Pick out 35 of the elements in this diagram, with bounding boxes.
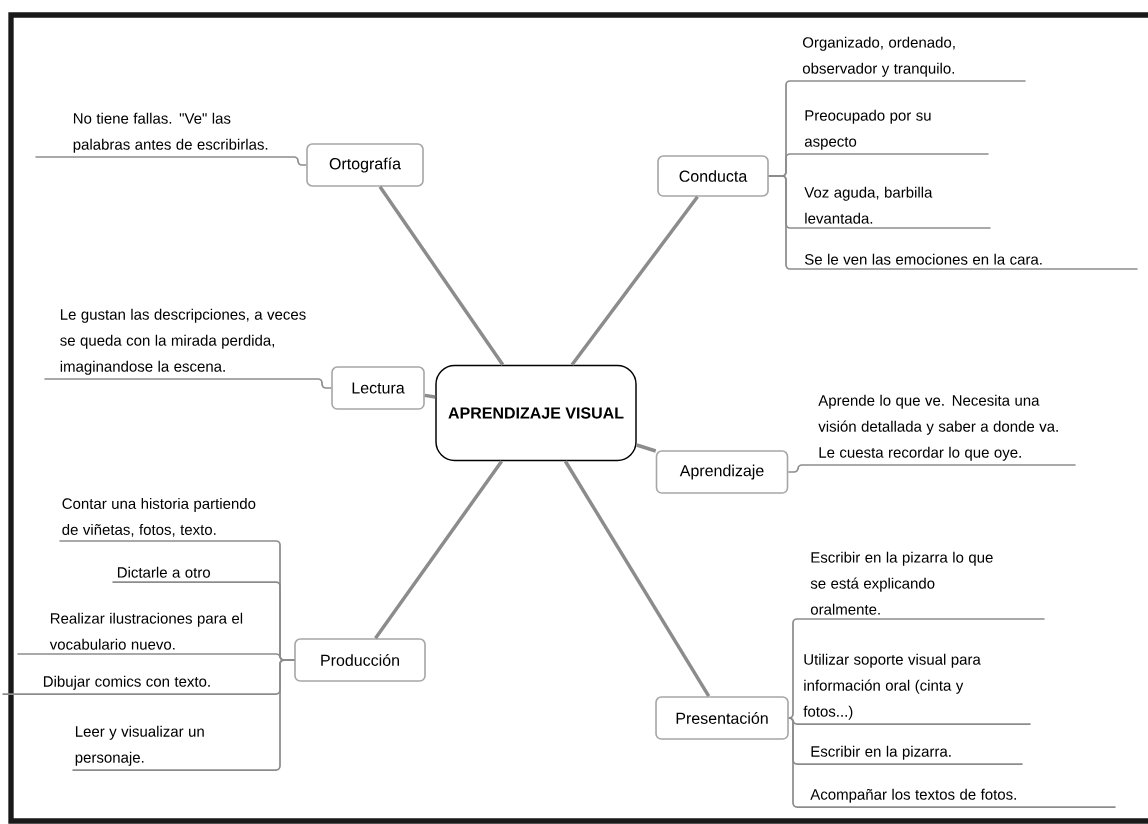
topic-box: Lectura [331, 366, 425, 410]
topic-box: Conducta [657, 155, 769, 197]
branch-line [787, 717, 798, 808]
branch-line [636, 443, 657, 453]
branch-text: Dictarle a otro [111, 566, 276, 583]
branch-line [287, 156, 308, 166]
branch-text: Le gustan las descripciones, a veces se queda con la mirada perdida, imaginandose la escena. [43, 308, 316, 380]
topic-box: Ortografía [306, 143, 424, 187]
branch-text: Escribir en la pizarra lo que se está explicando oralmente. [796, 551, 1046, 620]
branch-text: Contar una historia partiendo de viñetas, fotos, texto. [58, 497, 276, 542]
branch-text: Se le ven las emociones en la cara. [790, 253, 1139, 270]
branch-text: Utilizar soporte visual para información oral (cinta y fotos...) [796, 653, 1032, 725]
branch-line [424, 393, 436, 399]
branch-line [374, 460, 504, 640]
branch-text: Dibujar comics con texto. [1, 675, 276, 695]
branch-text: Acompañar los textos de fotos. [796, 788, 1117, 808]
branch-line [314, 378, 333, 389]
branch-line [274, 659, 296, 771]
branch-line [378, 185, 505, 366]
topic-box: Presentación [655, 696, 789, 740]
central-topic-box: APRENDIZAJE VISUAL [435, 364, 637, 462]
topic-box: Aprendizaje [655, 450, 789, 494]
branch-text: Aprende lo que ve. Necesita una visión detallada y saber a donde va. Le cuesta recordar lo que oye. [809, 394, 1077, 466]
branch-line [563, 460, 711, 698]
branch-text: Preocupado por su aspecto [790, 109, 990, 155]
branch-text: Organizado, ordenado, observador y tranquilo. [790, 36, 1027, 82]
branch-text: No tiene fallas. "Ve" las palabras antes de escribirlas. [34, 112, 289, 158]
topic-box: Producción [294, 638, 426, 682]
branch-text: Voz aguda, barbilla levantada. [790, 186, 992, 229]
branch-text: Escribir en la pizarra. [796, 745, 1024, 765]
branch-line [570, 195, 699, 366]
branch-text: Leer y visualizar un personaje. [71, 725, 276, 771]
branch-text: Realizar ilustraciones para el vocabulario nuevo. [16, 612, 276, 655]
branch-line [787, 464, 811, 473]
branch-line [767, 175, 792, 270]
